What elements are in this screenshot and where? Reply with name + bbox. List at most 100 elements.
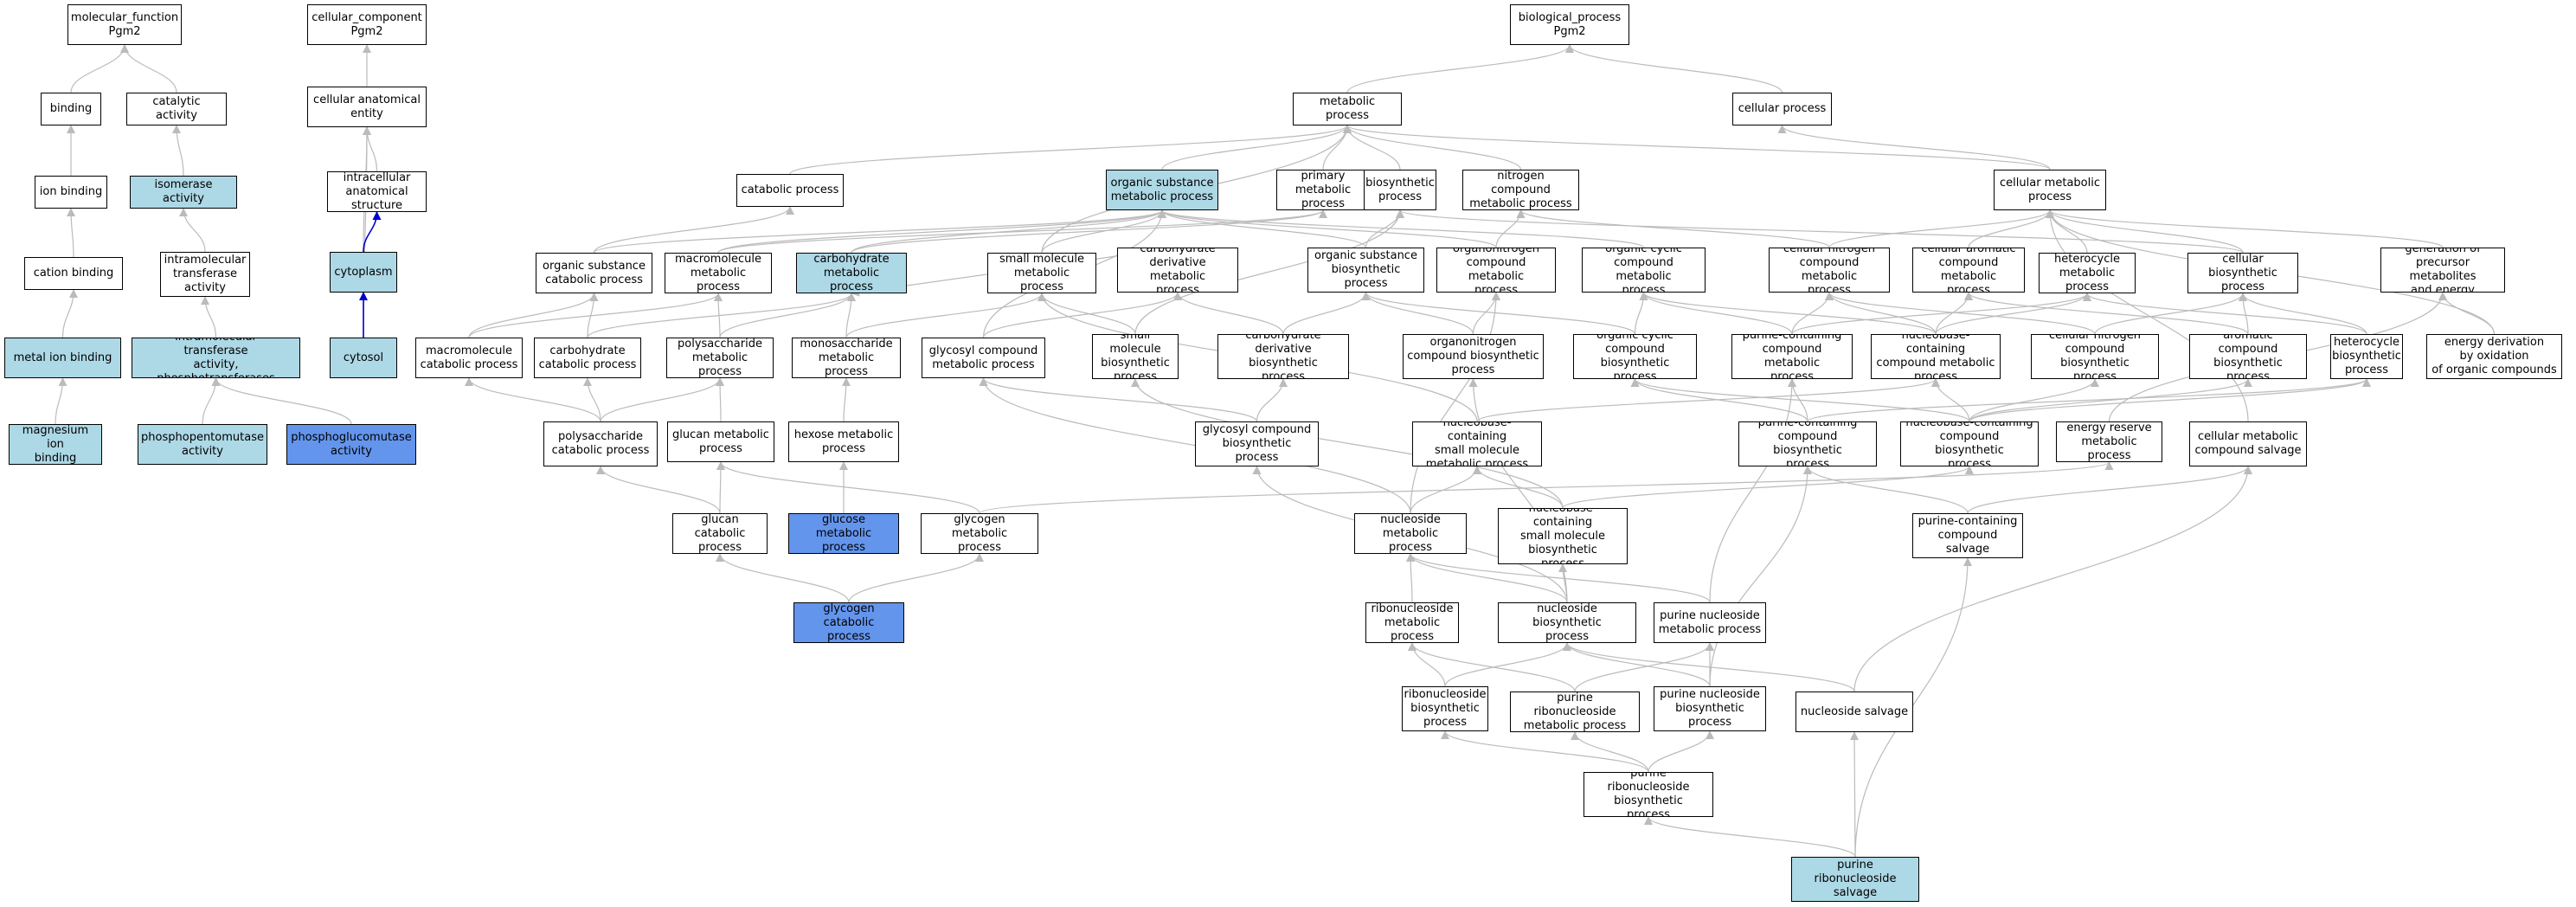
node-edoo: energy derivation by oxidation of organi…: [2426, 334, 2562, 379]
node-prnbp: purine ribonucleoside biosynthetic proce…: [1584, 772, 1713, 817]
node-ocbp: organic cyclic compound biosynthetic pro…: [1573, 334, 1697, 379]
node-osmp: organic substance metabolic process: [1106, 170, 1218, 210]
node-biosynthetic: biosynthetic process: [1364, 170, 1436, 210]
edge-glucanmp-to-psmp: [716, 377, 725, 422]
edge-psmp-to-carbmp: [719, 293, 856, 338]
node-onmp: organonitrogen compound metabolic proces…: [1436, 248, 1556, 293]
edge-hexmp-to-msmp: [841, 377, 851, 422]
node-metal_ion: metal ion binding: [4, 338, 121, 378]
node-camp: cellular aromatic compound metabolic pro…: [1912, 248, 2025, 293]
node-prns: purine ribonucleoside salvage: [1791, 857, 1919, 902]
edge-onmp-to-osmp: [1158, 209, 1497, 248]
edge-nsbp-to-nsmp: [1406, 553, 1568, 603]
node-hmp: heterocycle metabolic process: [2039, 253, 2136, 293]
edge-prnbp-to-prnmp: [1571, 731, 1649, 773]
node-catabolic: catabolic process: [736, 174, 844, 207]
node-rnbp: ribonucleoside biosynthetic process: [1402, 686, 1488, 731]
edge-pnbp-to-pcbp: [1709, 466, 1812, 687]
edge-nsbp-to-nbsmbp: [1558, 563, 1568, 603]
edge-prnbp-to-rnbp: [1441, 730, 1649, 773]
edge-pscp-to-psmp: [600, 377, 724, 422]
edge-nbcmp-to-ocmp: [1639, 292, 1937, 335]
node-glycogenmp: glycogen metabolic process: [921, 513, 1038, 554]
edge-cnmp-to-cmp: [1828, 209, 2054, 248]
edge-cmp-to-metabolic: [1343, 125, 2051, 170]
edge-nbcbp-to-nbcmp: [1931, 378, 1970, 422]
edge-isomerase-to-catalytic: [172, 125, 184, 177]
node-rnmp: ribonucleoside metabolic process: [1365, 602, 1459, 643]
node-phosphopento: phosphopentomutase activity: [138, 424, 267, 465]
node-prnmp: purine ribonucleoside metabolic process: [1510, 692, 1640, 732]
node-ocmp: organic cyclic compound metabolic proces…: [1582, 248, 1706, 293]
edge-nbcbp-to-hbp: [1969, 378, 2371, 422]
node-cnbp: cellular nitrogen compound biosynthetic …: [2031, 334, 2159, 379]
edge-hbp-to-hmp: [2083, 293, 2367, 335]
edge-pnmp-to-pcmp: [1709, 378, 1796, 603]
edge-mg_ion-to-metal_ion: [55, 377, 67, 425]
node-hexmp: hexose metabolic process: [788, 421, 899, 462]
edge-ocmp-to-osmp: [1158, 209, 1645, 248]
node-binding: binding: [41, 93, 101, 125]
edge-nbcbp-to-ocbp: [1630, 378, 1970, 422]
node-hbp: heterocycle biosynthetic process: [2330, 334, 2403, 379]
edge-msmp-to-carbmp: [845, 293, 856, 338]
edge-oscp-to-catabolic: [593, 206, 794, 254]
node-cdmp: carbohydrate derivative metabolic proces…: [1117, 248, 1238, 293]
node-glycogencp: glycogen catabolic process: [793, 602, 904, 643]
node-acbp: aromatic compound biosynthetic process: [2189, 334, 2307, 379]
node-smmp: small molecule metabolic process: [987, 253, 1096, 293]
node-ncmp: nitrogen compound metabolic process: [1462, 170, 1579, 210]
edge-nss-to-nsbp: [1563, 642, 1855, 692]
node-gcbp: glycosyl compound biosynthetic process: [1195, 421, 1319, 466]
edge-pcmp-to-hmp: [1791, 293, 2091, 335]
edge-macromp-to-primary: [717, 209, 1327, 254]
node-oscp: organic substance catabolic process: [536, 253, 652, 293]
edge-nbsmbp-to-smbp: [1131, 378, 1564, 509]
node-smbp: small molecule biosynthetic process: [1092, 334, 1179, 379]
edge-catabolic-to-metabolic: [789, 125, 1352, 175]
node-psmp: polysaccharide metabolic process: [666, 338, 774, 378]
node-pnbp: purine nucleoside biosynthetic process: [1654, 686, 1766, 731]
node-onbp: organonitrogen compound biosynthetic pro…: [1403, 334, 1544, 379]
edge-nss-to-cmcs: [1853, 466, 2252, 692]
edge-metabolic-to-bp: [1346, 44, 1574, 93]
edge-carbmp-to-primary: [851, 209, 1327, 254]
edge-osbp-to-osmp: [1158, 209, 1367, 248]
edge-macrocp-to-oscp: [468, 293, 599, 338]
edge-nbcmp-to-hmp: [1935, 293, 2091, 335]
node-macromp: macromolecule metabolic process: [665, 253, 772, 293]
edge-cytoplasm-to-ias: [363, 211, 382, 253]
node-osbp: organic substance biosynthetic process: [1307, 248, 1424, 293]
edge-oscp-to-osmp: [593, 209, 1166, 254]
node-intramol_phospho: intramolecular transferase activity, pho…: [132, 338, 300, 378]
node-cc: cellular_component Pgm2: [307, 4, 427, 45]
edge-macrocp-to-macromp: [468, 293, 723, 338]
node-phosphogluco: phosphoglucomutase activity: [286, 424, 416, 465]
node-carbmp: carbohydrate metabolic process: [796, 253, 907, 293]
node-glucancp: glucan catabolic process: [672, 513, 768, 554]
edge-psmp-to-macromp: [714, 293, 723, 338]
node-bp: biological_process Pgm2: [1510, 4, 1629, 45]
edge-pnmp-to-nsmp: [1406, 553, 1711, 603]
node-pcbp: purine-containing compound biosynthetic …: [1738, 421, 1877, 466]
edge-cbp-to-cmp: [2046, 209, 2244, 254]
node-pscp: polysaccharide catabolic process: [543, 421, 658, 466]
node-metabolic: metabolic process: [1293, 93, 1402, 125]
edge-prnbp-to-pnbp: [1648, 730, 1714, 773]
node-mf: molecular_function Pgm2: [67, 4, 182, 45]
edge-carbmp-to-osmp: [851, 209, 1166, 254]
edge-glucancp-to-pscp: [596, 466, 721, 514]
node-catalytic: catalytic activity: [126, 93, 227, 125]
node-cmcs: cellular metabolic compound salvage: [2189, 421, 2307, 466]
edge-gcbp-to-gcmp: [979, 377, 1258, 422]
edge-macromp-to-osmp: [717, 209, 1166, 254]
edge-glycogencp-to-glycogenmp: [848, 553, 984, 603]
node-glucosemp: glucose metabolic process: [788, 513, 899, 554]
edge-intramol_phospho-to-intramol_trans: [201, 296, 217, 338]
edge-glycogencp-to-glucancp: [716, 553, 850, 603]
edge-osmp-to-metabolic: [1161, 125, 1352, 170]
edge-cation_binding-to-ion_binding: [67, 208, 76, 258]
node-cation_binding: cation binding: [24, 257, 123, 290]
edge-carbcp-to-oscp: [587, 293, 599, 338]
